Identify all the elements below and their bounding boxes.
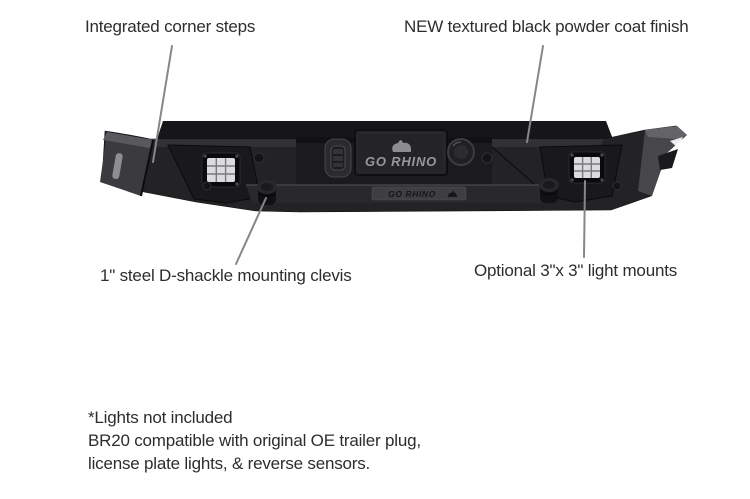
callout-powder-coat: NEW textured black powder coat finish [404, 17, 689, 36]
strip-rhino-icon [448, 190, 457, 197]
led-light-right [568, 151, 606, 184]
rhino-logo-icon [392, 140, 411, 152]
strip-logo-text: GO RHINO [388, 189, 436, 199]
left-corner-step [100, 132, 154, 197]
lower-channel: GO RHINO [246, 184, 546, 203]
d-shackle-clevis-right [539, 178, 559, 203]
leader-line-powder-coat [526, 45, 544, 143]
led-light-left [201, 152, 241, 188]
left-step-slot [112, 153, 123, 180]
d-shackle-clevis-left [257, 180, 277, 205]
right-corner-step [638, 126, 687, 196]
backup-sensor [447, 138, 475, 166]
bolts [202, 152, 622, 191]
bolt-icon [202, 181, 212, 191]
leader-line-corner-steps [152, 45, 173, 163]
leader-line-d-shackle [235, 197, 267, 265]
footnote-line-3: license plate lights, & reverse sensors. [88, 454, 371, 473]
right-step-notch [658, 149, 678, 170]
footnote-line-2: BR20 compatible with original OE trailer… [88, 431, 421, 450]
bolt-icon [612, 181, 622, 191]
footnote-line-1: *Lights not included [88, 408, 233, 427]
leader-line-light-mounts [583, 180, 586, 258]
trailer-plug [324, 138, 352, 178]
footnotes: *Lights not included BR20 compatible wit… [88, 406, 421, 475]
callout-d-shackle: 1" steel D-shackle mounting clevis [100, 266, 352, 285]
bolt-icon [253, 152, 265, 164]
logo-strip [371, 186, 467, 201]
bolt-icon [481, 152, 493, 164]
logo-plate: GO RHINO [354, 129, 448, 176]
callout-light-mounts: Optional 3"x 3" light mounts [474, 261, 678, 280]
callout-corner-steps: Integrated corner steps [85, 17, 256, 36]
plate-logo-text: GO RHINO [365, 154, 437, 169]
leader-lines [152, 45, 586, 265]
